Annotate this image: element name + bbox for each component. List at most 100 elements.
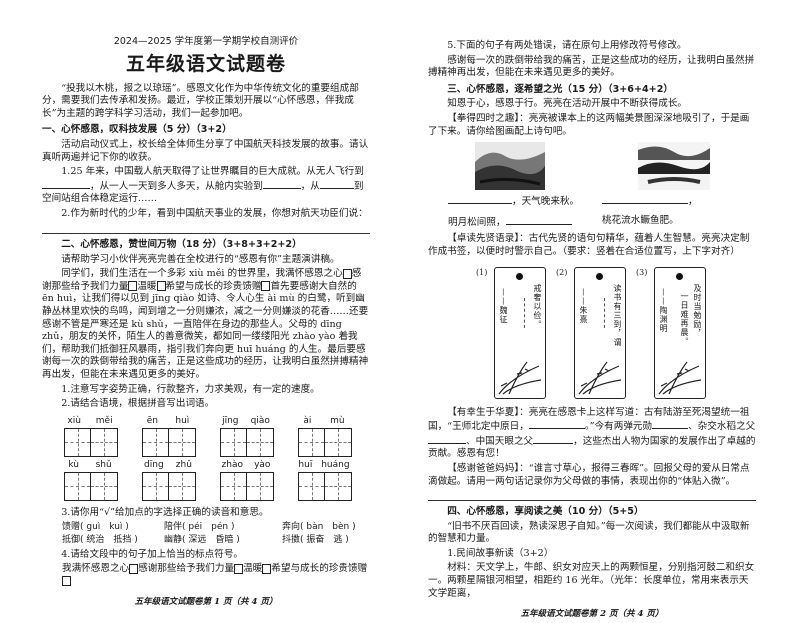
punctuation-box[interactable] — [342, 268, 352, 279]
tian-grid-answer-box[interactable] — [220, 471, 274, 501]
pinyin-syllable: huī — [298, 459, 313, 470]
answer-blank[interactable] — [428, 434, 466, 444]
choice-4[interactable]: 抵御( 统治 抵挡 ) — [62, 534, 138, 545]
pinyin-syllable: huì — [175, 415, 190, 426]
bookmark-number: (3) — [636, 267, 648, 277]
q1-text-a: 1.25 年来，中国载人航天取得了让世界瞩目的巨大成就。从无人飞行到 — [61, 166, 364, 178]
passage-text: 温暖 — [137, 280, 157, 292]
punctuation-box[interactable] — [156, 281, 166, 292]
page-footer-1: 五年级语文试题卷第 1 页（共 4 页） — [134, 597, 278, 608]
answer-blank[interactable] — [448, 194, 512, 205]
punctuation-box[interactable] — [128, 281, 138, 292]
answer-blank[interactable] — [528, 419, 585, 430]
answer-blank[interactable] — [262, 179, 301, 189]
tian-grid-answer-box[interactable] — [298, 427, 352, 457]
grid-cell[interactable] — [325, 472, 351, 500]
writing-space[interactable] — [604, 297, 605, 328]
grid-cell[interactable] — [169, 428, 195, 456]
china-task: 【有幸生于华夏】：亮亮在感恩卡上这样写道：古有陆游至死渴望统一祖国，“王师北定中… — [428, 407, 756, 461]
writing-space[interactable] — [524, 297, 525, 328]
section-3-heading: 三、心怀感恩，逐希望之光（15 分）（3+6+4+2） — [447, 83, 673, 95]
image-row — [428, 142, 756, 191]
plant-drawing-icon — [498, 361, 542, 394]
bookmark-number: (1) — [476, 267, 488, 277]
grid-cell[interactable] — [299, 428, 325, 456]
choice-3[interactable]: 奔向( bàn bèn ) — [282, 522, 356, 533]
pinyin-syllable: xiù — [67, 415, 81, 426]
pinyin-syllable: měi — [95, 415, 113, 426]
tian-grid-answer-box[interactable] — [142, 471, 196, 501]
answer-blank[interactable] — [533, 434, 574, 444]
pinyin-syllable: yào — [254, 459, 271, 470]
grid-cell[interactable] — [325, 428, 351, 456]
punctuation-box[interactable] — [262, 563, 272, 574]
bookmark[interactable]: 及时当勉励，一日难再晨。——陶渊明 — [654, 266, 706, 399]
answer-blank[interactable] — [652, 419, 689, 430]
poem-line-2: 明月松间照， — [448, 215, 602, 230]
pinyin-syllable: huáng — [321, 459, 350, 470]
pinyin-syllable: jīng — [222, 415, 239, 426]
punctuation-box[interactable] — [129, 563, 139, 574]
reading-material: 材料：天文学上，牛郎、织女对应天上的两颗恒星，分别指河鼓二和织女一。两颗星隔银河… — [428, 562, 755, 599]
pinyin-syllable: zhǔ — [175, 459, 192, 470]
answer-blank[interactable] — [319, 179, 354, 189]
tian-grid-answer-box[interactable] — [220, 427, 274, 457]
answer-blank[interactable] — [64, 179, 90, 189]
choice-5[interactable]: 幽静( 深远 昏暗 ) — [164, 534, 240, 545]
pinyin-syllable: dīng — [144, 459, 164, 470]
task-text: 、中国天眼之父 — [466, 435, 534, 447]
grid-cell[interactable] — [65, 428, 91, 456]
task-text: ，这些杰出人物为国家的发展作出了卓越的贡献。感恩有您！ — [428, 435, 756, 460]
pinyin-syllable: ēn — [146, 415, 158, 426]
answer-blank[interactable] — [602, 194, 688, 205]
pinyin-syllable: kù — [68, 459, 79, 470]
parents-task: 【感谢爸爸妈妈】：“谁言寸草心，报得三春晖”。回报父母的爱从日常点滴做起。请用一… — [428, 462, 750, 487]
bookmark-area: (1) 戒奢以俭。——魏征 (2) 读书有三到，谓——朱熹 (3) 及时当勉励，一日难再晨… — [428, 263, 756, 403]
sentence-text: 我满怀感恩之心 — [62, 563, 130, 575]
tian-grid-answer-box[interactable] — [142, 427, 196, 457]
task-text: 【有幸生于华夏】：亮亮在感恩卡上这样写道：古有陆游至死渴望统一祖国，“王师北定中… — [428, 406, 750, 433]
grid-cell[interactable] — [247, 472, 273, 500]
section-3-intro: 知恩于心，感恩于行。亮亮在活动开展中不断获得成长。 — [447, 98, 688, 110]
answer-blank[interactable] — [505, 215, 572, 225]
question-1-2: 2.作为新时代的少年，看到中国航天事业的发展，你想对航天功臣们说： — [61, 207, 368, 219]
grid-cell[interactable] — [169, 472, 195, 500]
grid-cell[interactable] — [143, 428, 169, 456]
choice-6[interactable]: 抖擞( 振奋 逃 ) — [282, 534, 349, 545]
passage-text: 感谢那些给予我们力量 — [42, 268, 362, 292]
tian-grid-answer-box[interactable] — [64, 427, 118, 457]
bookmark-number: (2) — [556, 267, 568, 277]
sentence-text: 希望与成长的珍贵馈赠 — [271, 563, 368, 575]
answer-line[interactable] — [428, 500, 756, 502]
poem-text: 明月松间照， — [448, 216, 506, 228]
answer-blank[interactable] — [42, 179, 64, 189]
grid-cell[interactable] — [143, 472, 169, 500]
bookmark[interactable]: 戒奢以俭。——魏征 — [494, 266, 546, 399]
grid-cell[interactable] — [221, 428, 247, 456]
tian-grid-answer-box[interactable] — [298, 471, 352, 501]
choice-1[interactable]: 馈赠( guì kuì ) — [62, 522, 129, 533]
grid-cell[interactable] — [221, 472, 247, 500]
pinyin-syllable: ài — [303, 415, 312, 426]
passage-text: 首先要感谢大自然的 ēn huì，让我们得以见到 jīng qiào 如诗、令人… — [42, 280, 369, 380]
bookmark[interactable]: 读书有三到，谓——朱熹 — [574, 266, 626, 399]
tian-grid-answer-box[interactable] — [64, 471, 118, 501]
punctuation-box[interactable] — [261, 281, 271, 292]
grid-cell[interactable] — [91, 472, 117, 500]
section-1-heading: 一、心怀感恩，叹科技发展（5 分）（3+2） — [42, 124, 232, 136]
choice-2[interactable]: 陪伴( péi pén ) — [164, 522, 235, 533]
page-1: 2024—2025 学年度第一学期学校自测评价 五年级语文试题卷 “投我以木桃，… — [42, 36, 370, 611]
punctuation-box[interactable] — [234, 563, 244, 574]
question-1-1: 1.25 年来，中国载人航天取得了让世界瞩目的巨大成就。从无人飞行到，从一人一天… — [42, 166, 370, 206]
speech-passage: 同学们，我们生活在一个多彩 xiù měi 的世界里，我满怀感恩之心感谢那些给予… — [42, 268, 370, 381]
question-2-4: 4.请给文段中的句子加上恰当的标点符号。 — [61, 548, 244, 560]
grid-cell[interactable] — [65, 472, 91, 500]
punctuation-box[interactable] — [62, 576, 71, 587]
bookmark-quote: 戒奢以俭。 — [533, 283, 542, 329]
grid-cell[interactable] — [247, 428, 273, 456]
grid-cell[interactable] — [91, 428, 117, 456]
grid-cell[interactable] — [299, 472, 325, 500]
